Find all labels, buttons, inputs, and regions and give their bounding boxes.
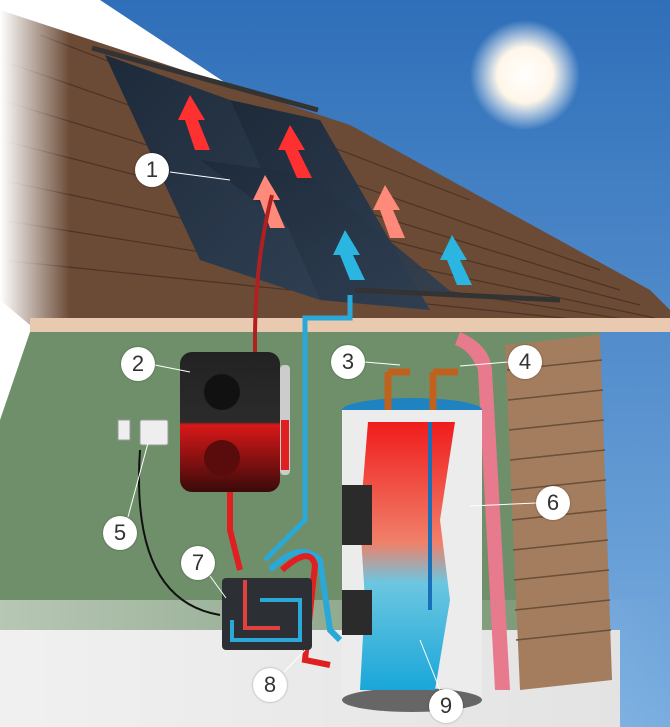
callout-3: 3 [331,345,365,379]
callout-7: 7 [181,546,215,580]
sun [470,20,580,130]
callout-2: 2 [121,347,155,381]
insulation [455,332,510,690]
storage-tank [342,368,482,712]
callout-8: 8 [253,668,287,702]
controller [139,419,169,446]
callout-9: 9 [429,689,463,723]
drainback-tank [180,352,290,492]
callout-4: 4 [508,345,542,379]
outlet [117,419,131,441]
callout-6: 6 [536,486,570,520]
callout-1: 1 [135,153,169,187]
callout-5: 5 [103,516,137,550]
sky [100,0,670,727]
fascia [30,318,670,332]
